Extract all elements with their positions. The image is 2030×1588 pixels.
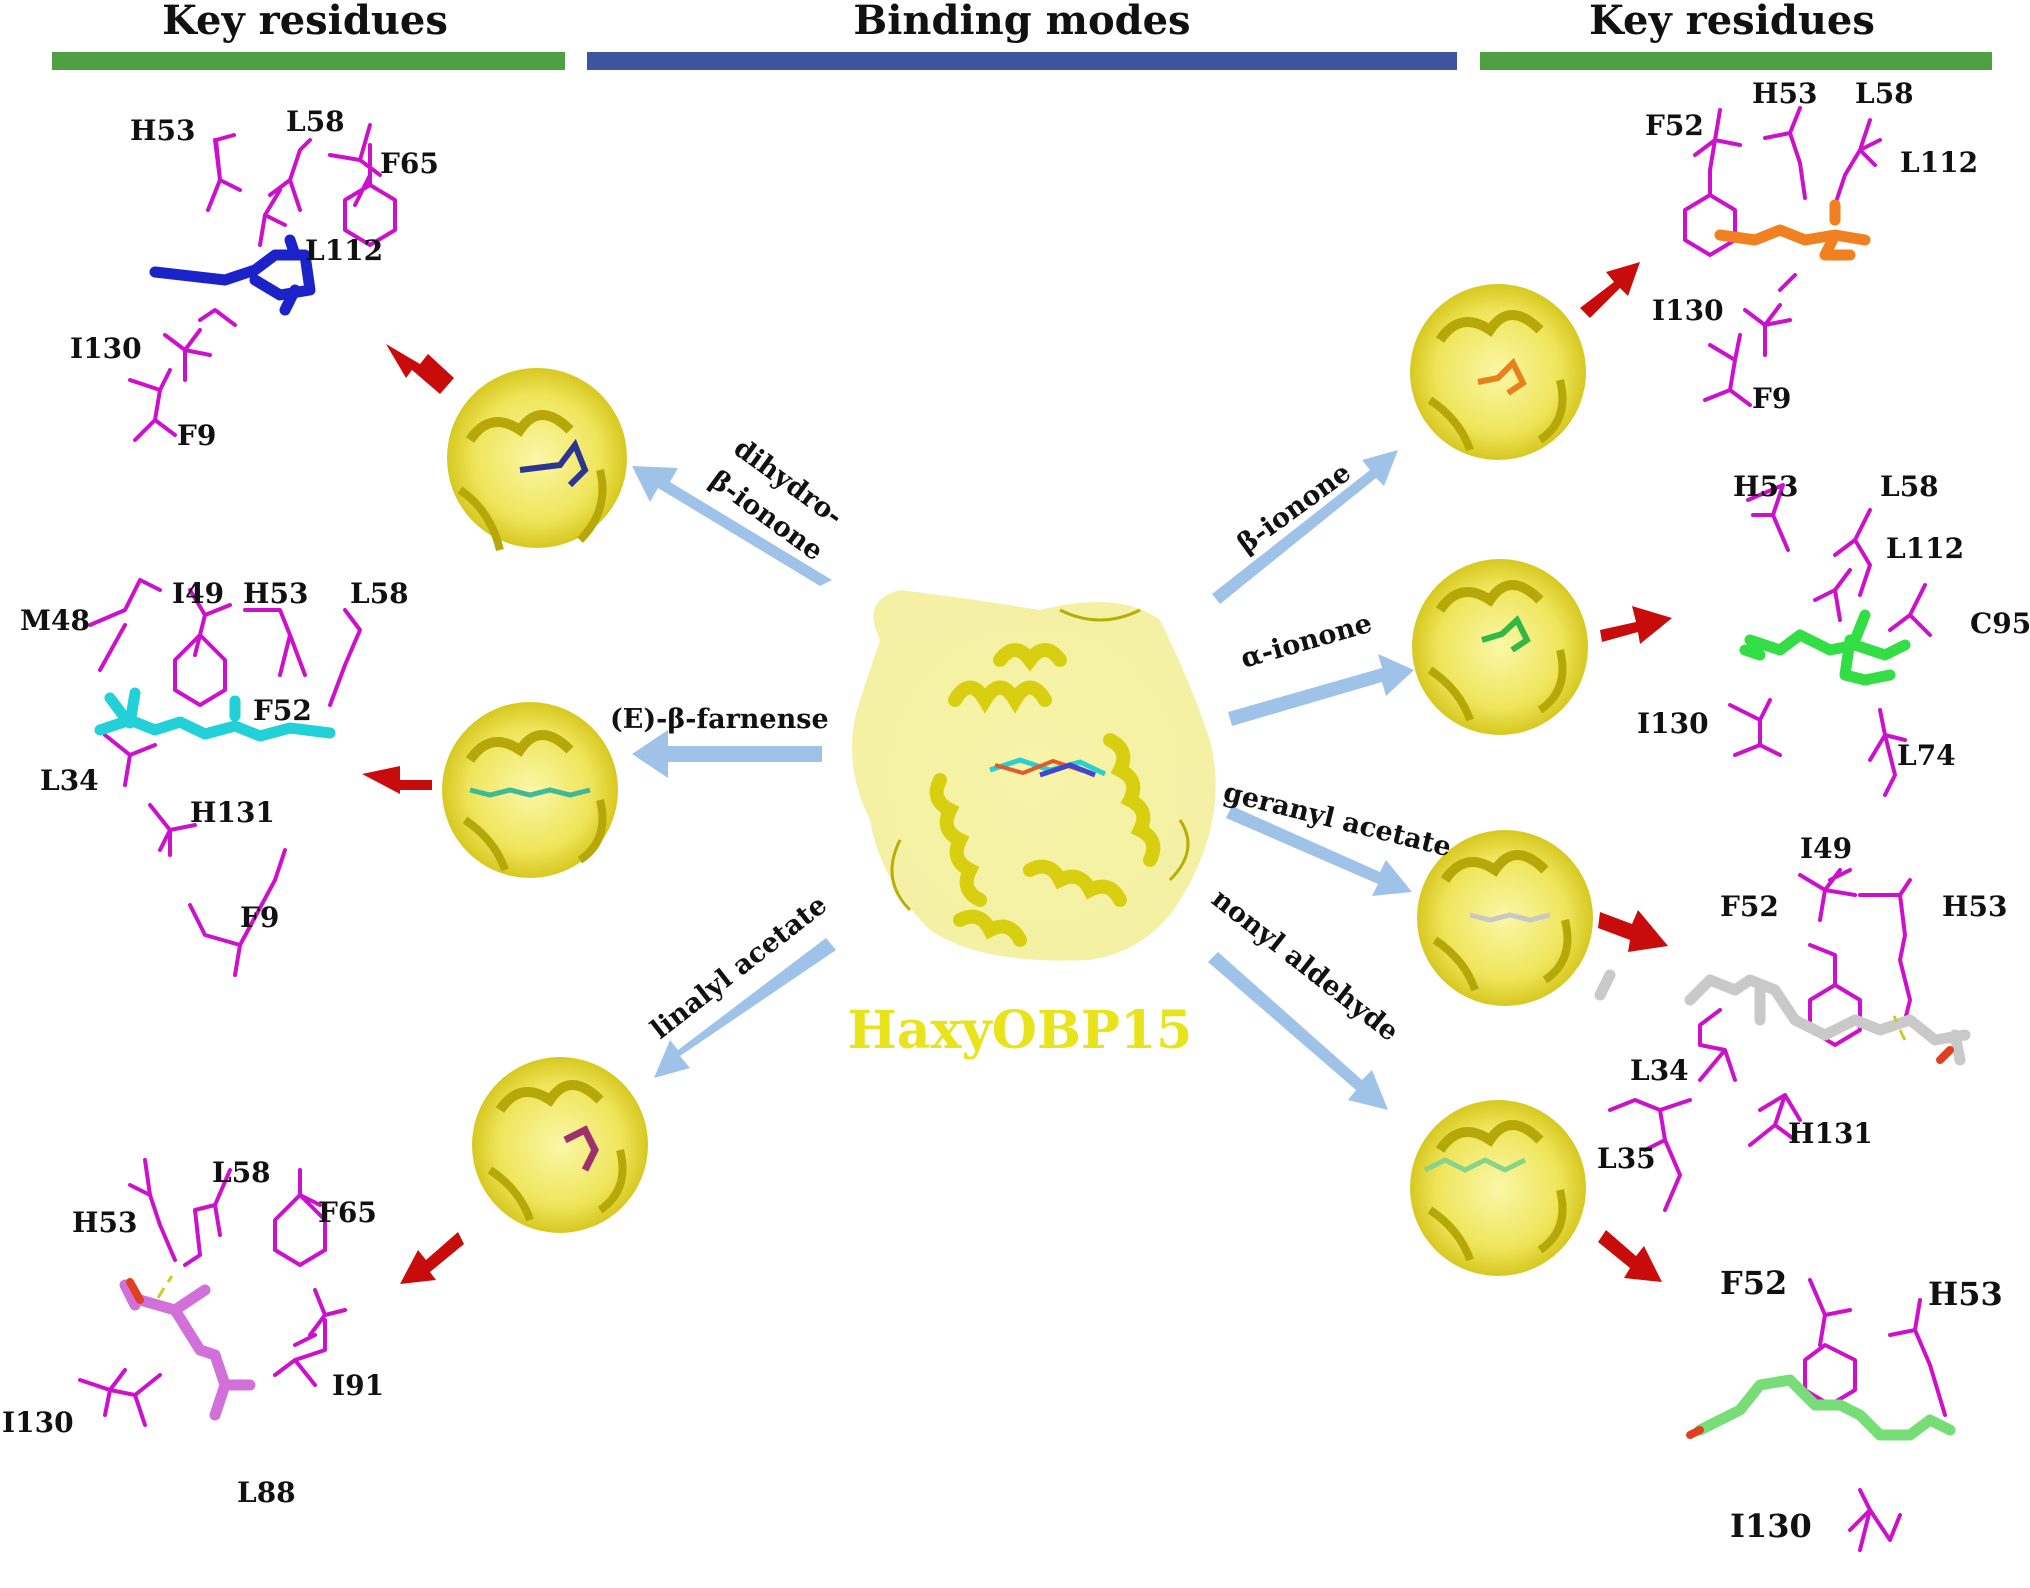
res-geranyl-5: L35 (1597, 1142, 1656, 1175)
res-beta-5: F9 (1752, 382, 1791, 415)
res-farnesene-4: F52 (253, 694, 312, 727)
res-linalyl-3: I91 (332, 1369, 384, 1402)
res-dihydro-4: I130 (70, 332, 142, 365)
red-arrow-dihydro (386, 344, 454, 394)
res-alpha-0: H53 (1733, 470, 1798, 503)
header-bar-center (587, 52, 1457, 70)
bubble-dihydro-beta-ionone (447, 368, 627, 552)
res-farnesene-6: H131 (190, 796, 275, 829)
header-left: Key residues (162, 0, 448, 44)
res-linalyl-1: H53 (72, 1206, 137, 1239)
res-geranyl-2: H53 (1942, 890, 2007, 923)
res-beta-0: F52 (1645, 109, 1704, 142)
red-arrow-alpha (1600, 606, 1672, 644)
res-farnesene-7: F9 (240, 901, 279, 934)
panel-beta-ionone (1683, 106, 1882, 407)
res-linalyl-5: L88 (237, 1476, 296, 1509)
res-nonyl-2: I130 (1730, 1507, 1812, 1545)
label-nonyl-aldehyde: nonyl aldehyde (1206, 883, 1405, 1048)
red-arrow-geranyl (1598, 910, 1668, 952)
res-beta-1: H53 (1752, 77, 1817, 110)
res-farnesene-2: H53 (243, 577, 308, 610)
res-geranyl-1: F52 (1720, 890, 1779, 923)
blue-arrows (632, 450, 1414, 1110)
res-geranyl-3: L34 (1630, 1054, 1689, 1087)
bubble-beta-ionone (1410, 284, 1586, 460)
panel-e-beta-farnesene (88, 578, 362, 977)
arrow-to-dihydro-beta-ionone (632, 466, 832, 586)
res-farnesene-3: L58 (350, 577, 409, 610)
header-bar-left (52, 52, 565, 70)
label-e-beta-farnesene: (E)-β-farnense (610, 704, 829, 735)
red-arrow-linalyl (400, 1232, 464, 1284)
header-right: Key residues (1589, 0, 1875, 44)
panel-alpha-ionone (1728, 483, 1932, 797)
res-dihydro-1: L58 (286, 105, 345, 138)
res-nonyl-1: H53 (1928, 1275, 2003, 1313)
arrow-to-e-beta-farnesene (632, 730, 822, 778)
bubble-alpha-ionone (1412, 559, 1588, 735)
res-farnesene-5: L34 (40, 764, 99, 797)
res-farnesene-1: I49 (172, 577, 224, 610)
red-arrow-farnesene (362, 766, 432, 794)
res-dihydro-0: H53 (130, 114, 195, 147)
res-dihydro-2: F65 (380, 147, 439, 180)
arrow-to-linalyl-acetate (654, 938, 836, 1078)
header-center: Binding modes (853, 0, 1190, 44)
panel-geranyl-acetate (1594, 868, 1971, 1212)
res-alpha-1: L58 (1880, 470, 1939, 503)
res-geranyl-0: I49 (1800, 832, 1852, 865)
arrow-to-nonyl-aldehyde (1208, 952, 1388, 1110)
res-linalyl-4: I130 (2, 1406, 74, 1439)
bubble-e-beta-farnesene (442, 702, 618, 878)
arrow-to-geranyl-acetate (1226, 806, 1412, 896)
bubble-linalyl-acetate (472, 1057, 648, 1233)
res-alpha-3: C95 (1970, 607, 2030, 640)
res-farnesene-0: M48 (20, 604, 90, 637)
res-linalyl-0: L58 (212, 1156, 271, 1189)
red-arrow-beta (1580, 262, 1640, 318)
res-dihydro-3: L112 (305, 234, 383, 267)
header-bar-right (1480, 52, 1992, 70)
res-beta-4: I130 (1652, 294, 1724, 327)
arrow-to-beta-ionone (1212, 450, 1398, 604)
res-nonyl-0: F52 (1720, 1264, 1787, 1302)
bubble-geranyl-acetate (1417, 830, 1593, 1006)
red-arrows (362, 262, 1672, 1284)
panel-nonyl-aldehyde (1686, 1278, 1956, 1552)
bubble-nonyl-aldehyde (1410, 1100, 1586, 1276)
res-alpha-5: L74 (1897, 739, 1956, 772)
protein-name: HaxyOBP15 (848, 1000, 1193, 1061)
label-alpha-ionone: α-ionone (1237, 608, 1375, 675)
panel-linalyl-acetate (78, 1158, 347, 1427)
protein-structure (852, 590, 1216, 961)
arrow-to-alpha-ionone (1228, 654, 1414, 726)
res-beta-2: L58 (1855, 77, 1914, 110)
panel-dihydro-beta-ionone (128, 123, 397, 442)
res-linalyl-2: F65 (318, 1196, 377, 1229)
res-alpha-4: I130 (1637, 707, 1709, 740)
res-beta-3: L112 (1900, 146, 1978, 179)
red-arrow-nonyl (1598, 1230, 1662, 1282)
res-dihydro-5: F9 (177, 419, 216, 452)
res-geranyl-4: H131 (1788, 1117, 1873, 1150)
res-alpha-2: L112 (1886, 532, 1964, 565)
